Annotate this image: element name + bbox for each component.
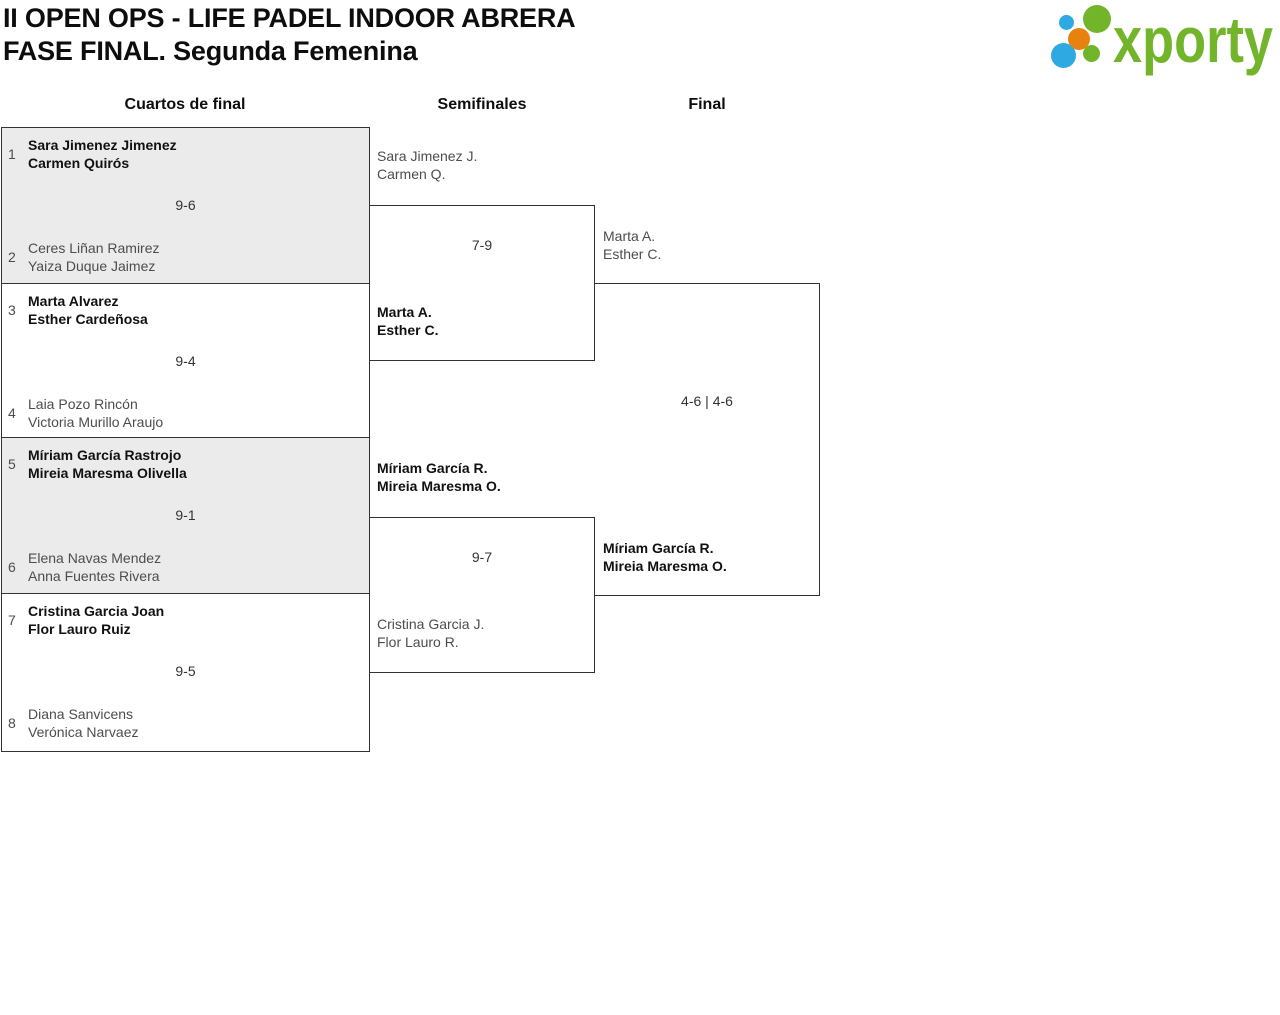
player-name: Esther Cardeñosa xyxy=(28,311,148,327)
seed-number: 2 xyxy=(8,249,16,265)
player-name: Victoria Murillo Araujo xyxy=(28,414,164,430)
seed-number: 4 xyxy=(8,405,16,421)
player-name: Carmen Q. xyxy=(377,166,446,182)
quarterfinal-match-4: 7 Cristina Garcia Joan Flor Lauro Ruiz 9… xyxy=(1,593,370,752)
logo-dot-green-large xyxy=(1083,5,1111,33)
qf4-top-team: Cristina Garcia Joan Flor Lauro Ruiz xyxy=(28,602,164,638)
final-top-team: Marta A. Esther C. xyxy=(603,227,661,263)
logo-dot-blue-small xyxy=(1059,15,1074,30)
seed-number: 8 xyxy=(8,715,16,731)
seed-number: 6 xyxy=(8,559,16,575)
player-name: Ceres Liñan Ramirez xyxy=(28,240,160,256)
column-header-cuartos-de-final: Cuartos de final xyxy=(124,96,246,113)
player-name: Laia Pozo Rincón xyxy=(28,396,138,412)
phase-subtitle: FASE FINAL. Segunda Femenina xyxy=(3,36,418,66)
player-name: Esther C. xyxy=(603,246,662,262)
player-name: Marta Alvarez xyxy=(28,293,119,309)
player-name: Verónica Narvaez xyxy=(28,724,139,740)
player-name: Míriam García R. xyxy=(603,540,714,556)
column-header-final: Final xyxy=(688,96,726,113)
qf3-bottom-team: Elena Navas Mendez Anna Fuentes Rivera xyxy=(28,549,161,585)
qf4-bottom-team: Diana Sanvicens Verónica Narvaez xyxy=(28,705,139,741)
qf1-score: 9-6 xyxy=(175,197,196,213)
player-name: Marta A. xyxy=(603,228,656,244)
sf2-score: 9-7 xyxy=(471,549,493,565)
logo-dot-green-small xyxy=(1083,45,1100,62)
final-score: 4-6 | 4-6 xyxy=(681,393,733,409)
quarterfinal-match-2: 3 Marta Alvarez Esther Cardeñosa 9-4 4 L… xyxy=(1,283,370,438)
player-name: Cristina Garcia J. xyxy=(377,616,485,632)
player-name: Elena Navas Mendez xyxy=(28,550,162,566)
player-name: Flor Lauro Ruiz xyxy=(28,621,131,637)
player-name: Míriam García R. xyxy=(377,460,488,476)
player-name: Cristina Garcia Joan xyxy=(28,603,165,619)
player-name: Carmen Quirós xyxy=(28,155,130,171)
player-name: Sara Jimenez Jimenez xyxy=(28,137,177,153)
player-name: Mireia Maresma O. xyxy=(603,558,727,574)
player-name: Mireia Maresma O. xyxy=(377,478,501,494)
qf1-bottom-team: Ceres Liñan Ramirez Yaiza Duque Jaimez xyxy=(28,239,160,275)
logo-wordmark: xporty xyxy=(1113,4,1273,76)
page-title: II OPEN OPS - LIFE PADEL INDOOR ABRERA F… xyxy=(3,2,576,68)
quarterfinal-match-3: 5 Míriam García Rastrojo Mireia Maresma … xyxy=(1,437,370,594)
seed-number: 7 xyxy=(8,612,16,628)
logo-dot-blue-large xyxy=(1051,43,1076,68)
final-match-box xyxy=(594,283,820,596)
qf3-top-team: Míriam García Rastrojo Mireia Maresma Ol… xyxy=(28,446,187,482)
xporty-logo: xporty xyxy=(1051,4,1273,76)
sf2-top-team: Míriam García R. Mireia Maresma O. xyxy=(377,459,501,495)
player-name: Marta A. xyxy=(377,304,432,320)
qf4-score: 9-5 xyxy=(175,663,196,679)
player-name: Diana Sanvicens xyxy=(28,706,134,722)
qf1-top-team: Sara Jimenez Jimenez Carmen Quirós xyxy=(28,136,177,172)
player-name: Flor Lauro R. xyxy=(377,634,459,650)
player-name: Esther C. xyxy=(377,322,439,338)
seed-number: 1 xyxy=(8,146,16,162)
tournament-title: II OPEN OPS - LIFE PADEL INDOOR ABRERA xyxy=(3,3,576,33)
final-bottom-team: Míriam García R. Mireia Maresma O. xyxy=(603,539,727,575)
seed-number: 5 xyxy=(8,456,16,472)
sf1-score: 7-9 xyxy=(471,237,493,253)
player-name: Yaiza Duque Jaimez xyxy=(28,258,156,274)
sf2-bottom-team: Cristina Garcia J. Flor Lauro R. xyxy=(377,615,484,651)
player-name: Anna Fuentes Rivera xyxy=(28,568,160,584)
seed-number: 3 xyxy=(8,302,16,318)
sf1-top-team: Sara Jimenez J. Carmen Q. xyxy=(377,147,477,183)
qf2-bottom-team: Laia Pozo Rincón Victoria Murillo Araujo xyxy=(28,395,163,431)
qf3-score: 9-1 xyxy=(175,507,196,523)
player-name: Míriam García Rastrojo xyxy=(28,447,182,463)
column-header-semifinales: Semifinales xyxy=(437,96,527,113)
quarterfinal-match-1: 1 Sara Jimenez Jimenez Carmen Quirós 9-6… xyxy=(1,127,370,284)
logo-dot-orange xyxy=(1068,28,1090,50)
qf2-score: 9-4 xyxy=(175,353,196,369)
qf2-top-team: Marta Alvarez Esther Cardeñosa xyxy=(28,292,148,328)
player-name: Mireia Maresma Olivella xyxy=(28,465,187,481)
sf1-bottom-team: Marta A. Esther C. xyxy=(377,303,438,339)
player-name: Sara Jimenez J. xyxy=(377,148,478,164)
